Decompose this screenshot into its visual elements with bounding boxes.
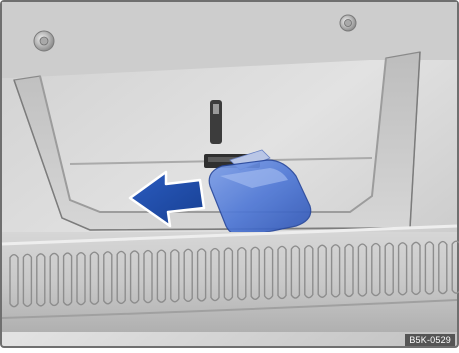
screw-icon xyxy=(340,15,356,31)
figure-code: B5K-0529 xyxy=(405,334,455,346)
bumper-strip xyxy=(2,232,457,332)
slot-icon xyxy=(210,100,222,144)
screw-icon xyxy=(34,31,54,51)
